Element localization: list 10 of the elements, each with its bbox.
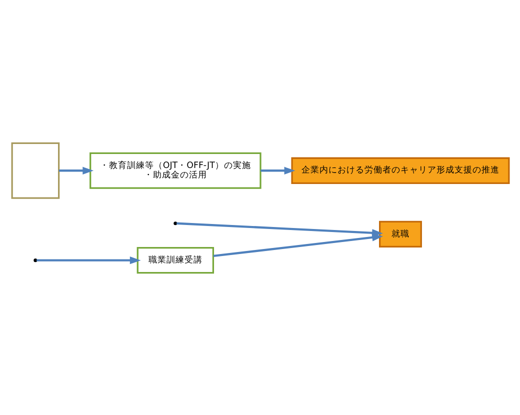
node-box: 職業訓練受講 — [136, 246, 214, 274]
node-box: ・教育訓練等（OJT・OFF-JT）の実施 ・助成金の活用 — [89, 152, 261, 188]
arrow — [36, 256, 140, 264]
arrow — [176, 222, 383, 241]
node-box: 就職 — [378, 220, 422, 248]
node-box — [10, 142, 60, 198]
arrow — [212, 228, 383, 257]
arrow — [260, 166, 295, 174]
node-box: 企業内における労働者のキャリア形成支援の推進 — [290, 156, 510, 184]
arrow — [58, 166, 94, 174]
